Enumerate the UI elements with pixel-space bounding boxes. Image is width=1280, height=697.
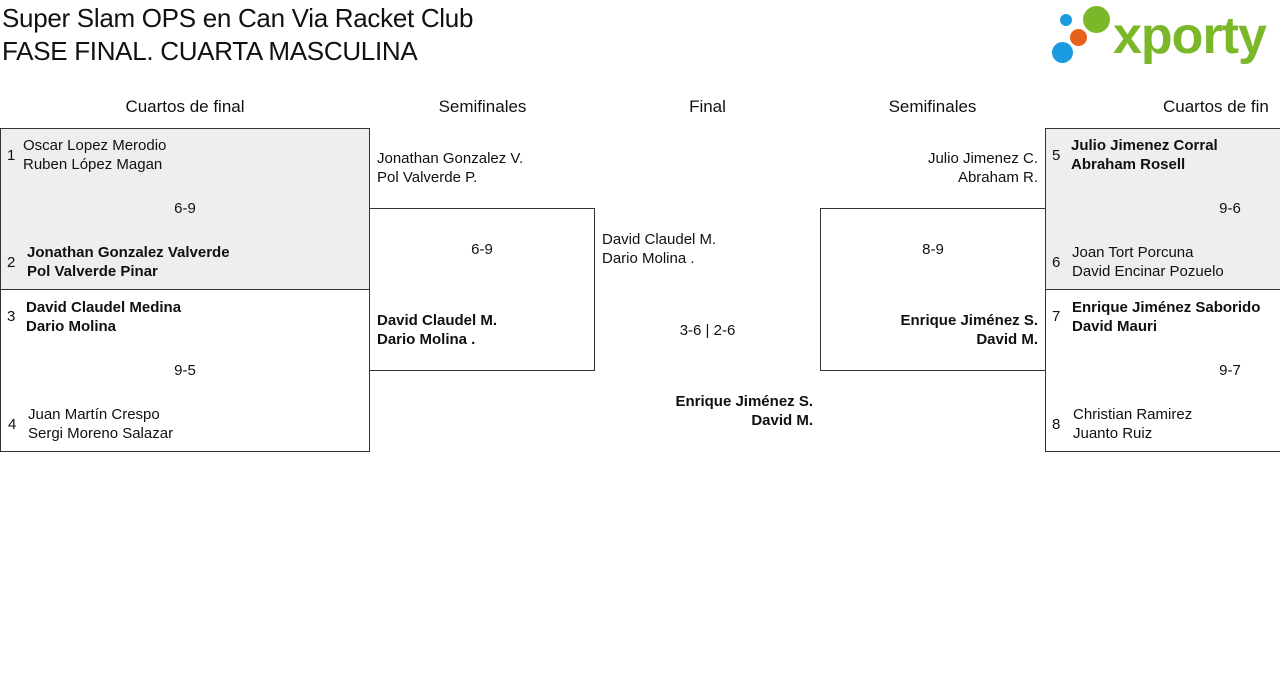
seed-number: 7	[1052, 308, 1061, 325]
player-name: Abraham R.	[957, 169, 1038, 186]
match-score: 8-9	[922, 241, 944, 258]
seed-number: 4	[8, 416, 17, 433]
page-subtitle: FASE FINAL. CUARTA MASCULINA	[2, 36, 418, 66]
player-name: Oscar Lopez Merodio	[23, 137, 167, 154]
player-name-winner: Pol Valverde Pinar	[27, 263, 158, 280]
quarterfinal-match-4	[1045, 289, 1280, 452]
match-score: 9-6	[1219, 200, 1241, 217]
player-name-winner: Enrique Jiménez Saborido	[1072, 299, 1261, 316]
player-name: Sergi Moreno Salazar	[28, 425, 174, 442]
xporty-logo: xporty	[1050, 4, 1276, 66]
player-name-winner: Enrique Jiménez S.	[675, 393, 813, 410]
logo-dot-blue-large	[1052, 42, 1073, 63]
quarterfinal-match-3	[1045, 128, 1280, 290]
match-score: 6-9	[174, 200, 196, 217]
player-name: Julio Jimenez C.	[927, 150, 1038, 167]
player-name: Pol Valverde P.	[377, 169, 478, 186]
player-name-winner: Enrique Jiménez S.	[900, 312, 1038, 329]
player-name-winner: Abraham Rosell	[1071, 156, 1186, 173]
column-header-quarters-right: Cuartos de fin	[1163, 97, 1269, 116]
seed-number: 3	[7, 308, 16, 325]
player-name-winner: Julio Jimenez Corral	[1071, 137, 1218, 154]
page-title: Super Slam OPS en Can Via Racket Club	[2, 3, 474, 33]
seed-number: 2	[7, 254, 16, 271]
final-score: 3-6 | 2-6	[679, 322, 736, 339]
logo-dot-green	[1083, 6, 1110, 33]
match-score: 9-7	[1219, 362, 1241, 379]
player-name-winner: David Mauri	[1072, 318, 1158, 335]
player-name: Christian Ramirez	[1073, 406, 1193, 423]
player-name: Joan Tort Porcuna	[1072, 244, 1194, 261]
match-score: 9-5	[174, 362, 196, 379]
player-name-winner: David M.	[976, 331, 1038, 348]
logo-wordmark: xporty	[1113, 7, 1267, 65]
player-name-winner: David Claudel M.	[377, 312, 498, 329]
player-name: Juanto Ruiz	[1073, 425, 1153, 442]
logo-dot-orange	[1070, 29, 1087, 46]
logo-dot-blue	[1060, 14, 1072, 26]
column-header-semis-right: Semifinales	[888, 97, 977, 116]
semifinal-match-1	[369, 208, 595, 371]
player-name: David Claudel M.	[602, 231, 717, 248]
player-name-winner: Dario Molina	[26, 318, 117, 335]
seed-number: 5	[1052, 147, 1061, 164]
column-header-quarters-left: Cuartos de final	[125, 97, 245, 116]
player-name: Ruben López Magan	[23, 156, 163, 173]
seed-number: 8	[1052, 416, 1061, 433]
player-name-winner: Dario Molina .	[377, 331, 476, 348]
player-name: Dario Molina .	[602, 250, 695, 267]
match-score: 6-9	[471, 241, 493, 258]
player-name: Jonathan Gonzalez V.	[377, 150, 524, 167]
quarterfinal-match-1	[0, 128, 370, 290]
player-name: David Encinar Pozuelo	[1072, 263, 1224, 280]
player-name-winner: David M.	[751, 412, 813, 429]
seed-number: 6	[1052, 254, 1061, 271]
player-name-winner: David Claudel Medina	[26, 299, 182, 316]
seed-number: 1	[7, 147, 16, 164]
player-name: Juan Martín Crespo	[28, 406, 160, 423]
column-header-final: Final	[689, 97, 726, 116]
player-name-winner: Jonathan Gonzalez Valverde	[27, 244, 230, 261]
column-header-semis-left: Semifinales	[438, 97, 527, 116]
